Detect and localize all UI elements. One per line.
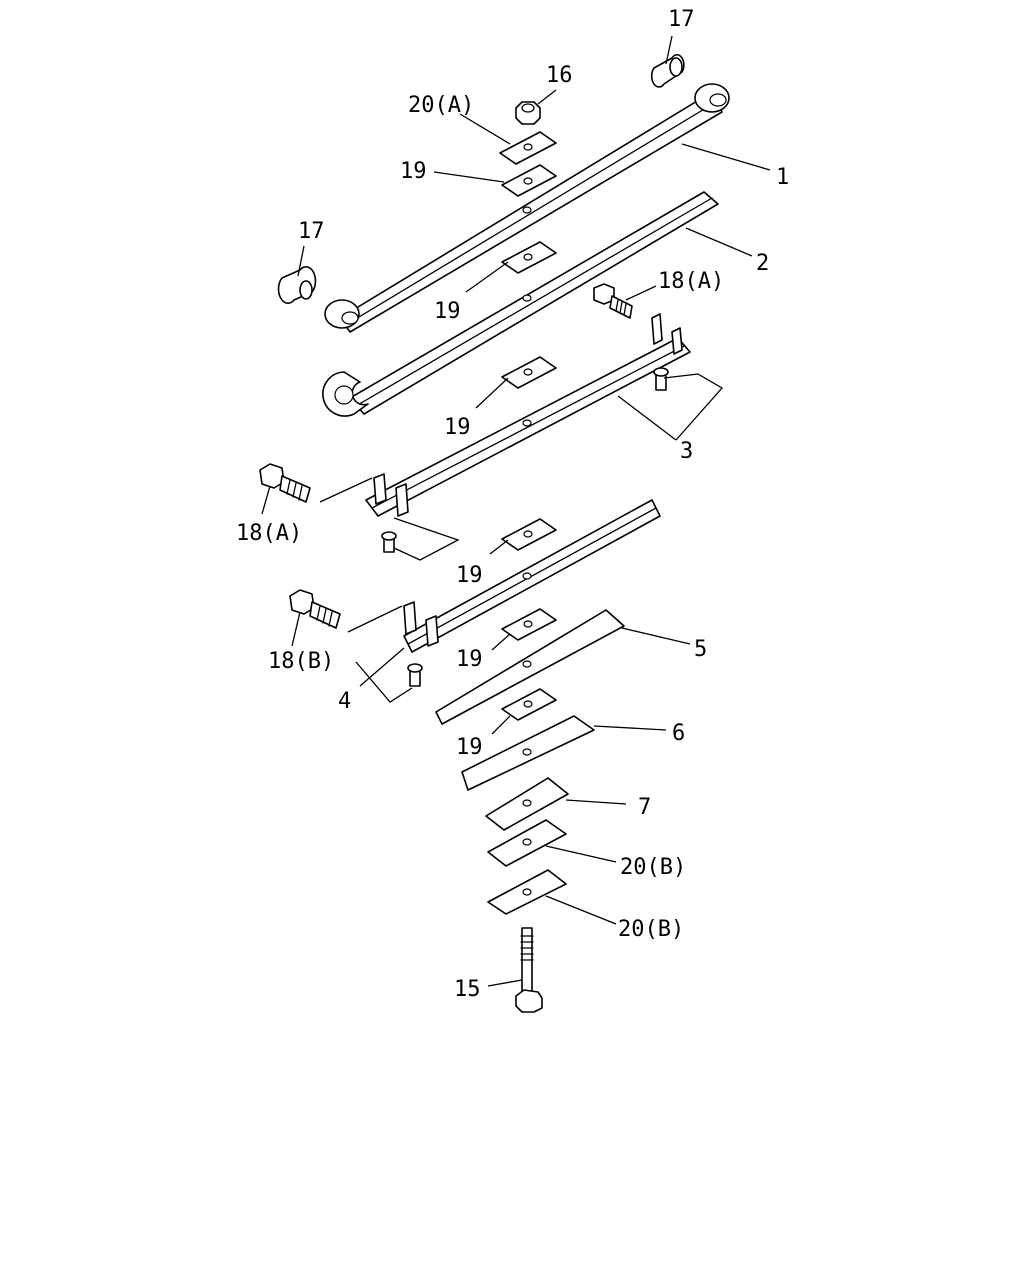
callout-7: 7	[638, 795, 651, 820]
bushing-17-top	[650, 53, 685, 88]
callout-19-c: 19	[444, 415, 471, 440]
callout-20b-lower: 20(B)	[618, 917, 684, 942]
bolt-18a-right	[593, 283, 633, 319]
callout-6: 6	[672, 721, 685, 746]
nut-16	[515, 101, 541, 125]
callout-2: 2	[756, 251, 769, 276]
plate-20a	[499, 131, 557, 165]
center-bolt-15	[515, 927, 543, 1013]
plate-7	[485, 777, 569, 831]
callout-19-b: 19	[434, 299, 461, 324]
leader-lines	[261, 35, 771, 987]
plate-20b-upper	[487, 819, 567, 867]
plate-20b-lower	[487, 869, 567, 915]
callout-17-top: 17	[668, 7, 695, 32]
callout-4: 4	[338, 689, 351, 714]
callout-15: 15	[454, 977, 481, 1002]
callout-20b-upper: 20(B)	[620, 855, 686, 880]
callout-20a: 20(A)	[408, 93, 474, 118]
callout-5: 5	[694, 637, 707, 662]
leaf-2	[322, 191, 719, 417]
callout-19-a: 19	[400, 159, 427, 184]
callout-1: 1	[776, 165, 789, 190]
callout-18b: 18(B)	[268, 649, 334, 674]
callout-19-d: 19	[456, 563, 483, 588]
bolt-18b	[289, 589, 341, 629]
bolt-18a-left	[259, 463, 311, 503]
leaf-6	[461, 688, 595, 791]
leaf-3	[365, 313, 691, 553]
bushing-17-left	[277, 266, 317, 304]
callout-17-left: 17	[298, 219, 325, 244]
leaf-5	[435, 608, 625, 725]
callout-labels: 17 16 20(A) 19 1 17 2 18(A) 19 19 3 18(A…	[236, 7, 789, 1002]
callout-18a-right: 18(A)	[658, 269, 724, 294]
callout-18a-left: 18(A)	[236, 521, 302, 546]
main-leaf-1	[324, 83, 730, 333]
leaf-4	[403, 499, 661, 687]
callout-16: 16	[546, 63, 573, 88]
callout-19-e: 19	[456, 647, 483, 672]
callout-3: 3	[680, 439, 693, 464]
pad-19-a	[501, 164, 557, 197]
callout-19-f: 19	[456, 735, 483, 760]
